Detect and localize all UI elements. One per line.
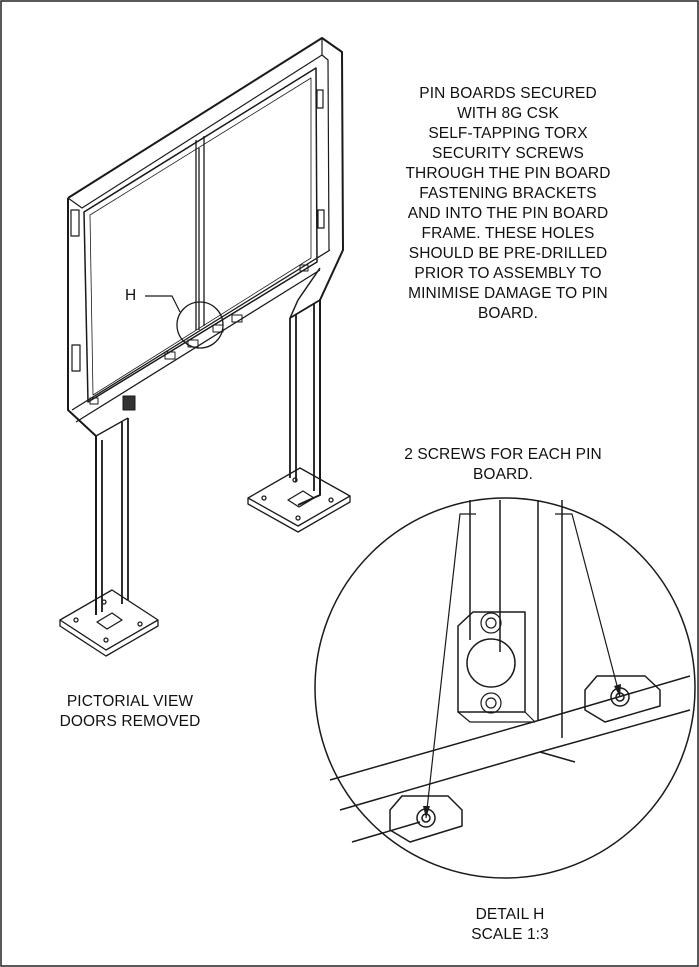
security-note-line: SHOULD BE PRE-DRILLED: [408, 245, 608, 262]
pictorial-caption-line-2: DOORS REMOVED: [59, 713, 201, 730]
leader-arrow-left: [423, 806, 430, 818]
screws-leader-right: [555, 513, 621, 698]
right-post-slant: [289, 267, 321, 319]
detail-bracket-screw-bottom: [480, 692, 502, 714]
left-post: [95, 418, 129, 615]
pictorial-view: [59, 37, 351, 657]
detail-bracket-hole: [466, 638, 516, 688]
detail-h-view: [314, 497, 696, 879]
security-note-line: FASTENING BRACKETS: [419, 185, 597, 202]
pictorial-caption: PICTORIAL VIEW DOORS REMOVED: [50, 692, 210, 732]
screws-note: 2 SCREWS FOR EACH PIN BOARD.: [393, 445, 613, 485]
detail-h-letter: H: [125, 287, 137, 304]
leader-arrow-right: [614, 684, 621, 697]
detail-mullion: [469, 500, 563, 738]
center-divider: [195, 136, 205, 330]
frame-top-face: [67, 38, 330, 251]
label-plate: [122, 395, 136, 411]
screws-note-line-2: BOARD.: [472, 466, 534, 483]
detail-screw-lug-left: [389, 795, 463, 843]
detail-h-callout-circle: [176, 301, 224, 349]
security-note-line: WITH 8G CSK: [457, 105, 559, 122]
security-note-line: MINIMISE DAMAGE TO PIN: [408, 285, 608, 302]
detail-h-label: H: [125, 286, 145, 306]
detail-h-circle: [314, 497, 696, 879]
detail-screw-lug-right: [584, 675, 661, 723]
detail-bracket-screw-top: [480, 612, 502, 634]
screws-leader-left: [425, 513, 476, 819]
detail-caption-line-1: DETAIL H: [475, 906, 545, 923]
pictorial-caption-line-1: PICTORIAL VIEW: [66, 693, 194, 710]
detail-caption-line-2: SCALE 1:3: [471, 926, 549, 943]
detail-h-leader: [145, 295, 181, 313]
detail-bracket-edge: [457, 711, 536, 723]
security-note-line: FRAME. THESE HOLES: [421, 225, 595, 242]
screws-note-line-1: 2 SCREWS FOR EACH PIN: [404, 446, 602, 463]
right-post: [289, 299, 321, 495]
security-note-line: THROUGH THE PIN BOARD: [405, 165, 611, 182]
detail-frame-rails: [329, 675, 691, 843]
hinges-left: [70, 89, 325, 372]
security-note-line: BOARD.: [477, 305, 539, 322]
frame-window: [83, 67, 318, 403]
security-note-line: SELF-TAPPING TORX: [428, 125, 588, 142]
detail-bracket-plate: [457, 611, 526, 713]
frame-window-inner: [89, 77, 312, 396]
left-base-plate: [59, 589, 159, 657]
security-note-line: PRIOR TO ASSEMBLY TO: [414, 265, 602, 282]
security-note: PIN BOARDS SECURED WITH 8G CSK SELF-TAPP…: [388, 84, 628, 324]
right-base-plate: [247, 467, 351, 533]
security-note-line: PIN BOARDS SECURED: [419, 85, 597, 102]
security-note-line: SECURITY SCREWS: [432, 145, 584, 162]
detail-caption: DETAIL H SCALE 1:3: [455, 905, 565, 945]
security-note-line: AND INTO THE PIN BOARD: [407, 205, 609, 222]
